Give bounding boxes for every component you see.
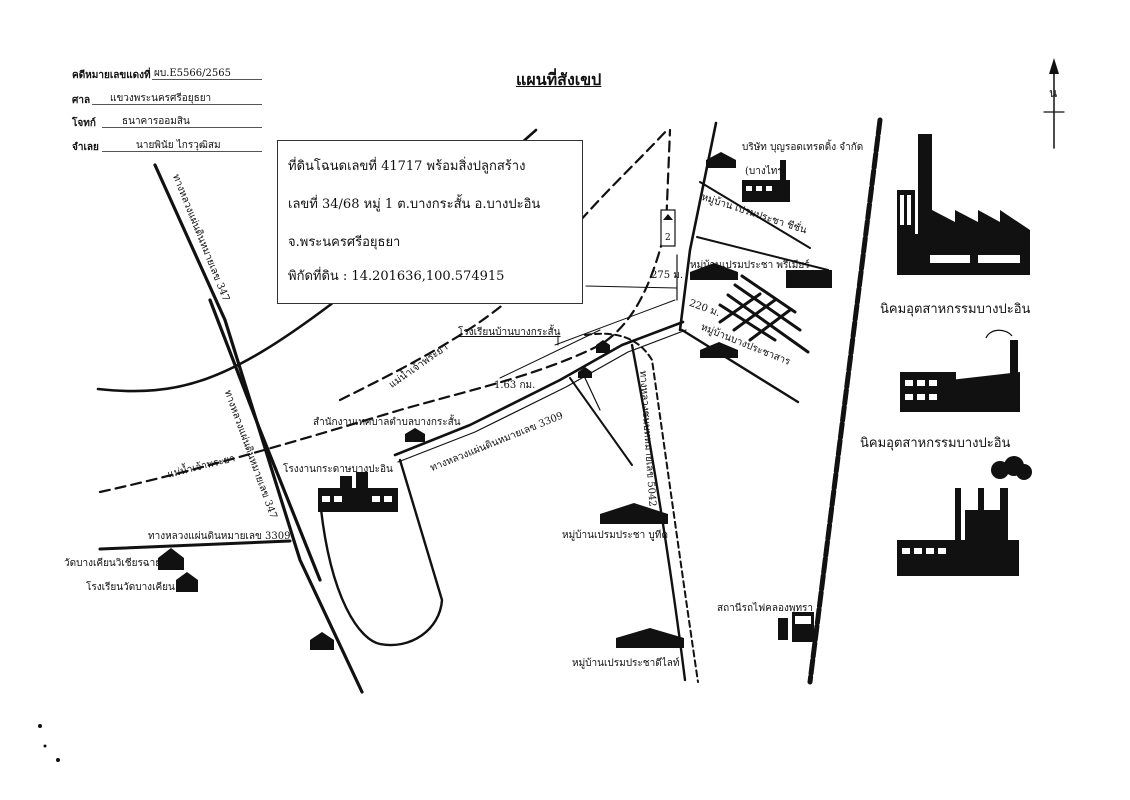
info-deed-line: ที่ดินโฉนดเลขที่ 41717 พร้อมสิ่งปลูกสร้า… [288, 159, 526, 174]
pointer-275 [585, 285, 678, 289]
plaintiff-row: โจทก์ ธนาคารออมสิน [72, 116, 262, 130]
distance-275: 275 ม. [651, 270, 684, 281]
defendant-row: จำเลย นายพินัย ไกรวุฒิสม [72, 140, 262, 154]
paper-mill-loop [318, 458, 444, 647]
info-province-line: จ.พระนครศรีอยุธยา [288, 235, 401, 250]
road-5042 [630, 343, 687, 682]
industrial-estate-2-icon [900, 340, 1020, 412]
highway-3309-west [98, 539, 292, 551]
label-industrial-estate-2: นิคมอุตสาหกรรมบางปะอิน [860, 436, 1011, 451]
village-road-2 [696, 236, 829, 271]
pointer-163 [499, 329, 601, 379]
court-row: ศาล แขวงพระนครศรีอยุธยา [72, 93, 262, 107]
defendant-label: จำเลย [72, 142, 99, 153]
north-arrow-icon [1043, 58, 1065, 149]
label-company-sub: (บางไทร) [745, 166, 787, 177]
label-village-premier: หมู่บ้านเปรมประชา พรีเมียร์ [690, 260, 810, 271]
land-plot-marker-icon [660, 209, 676, 247]
north-label: น [1049, 86, 1058, 100]
company-factory-icon [742, 160, 790, 202]
house-icon-village-top [706, 152, 736, 168]
plaintiff-underline [102, 127, 262, 128]
house-icon-village-premier [690, 263, 738, 280]
railway [807, 117, 883, 685]
village-road-3 [680, 328, 800, 404]
info-address-line: เลขที่ 34/68 หมู่ 1 ต.บางกระสั้น อ.บางปะ… [288, 197, 541, 212]
side-road-2 [584, 377, 601, 411]
road-5042-dashed [584, 332, 699, 683]
label-school-bangkrasan: โรงเรียนบ้านบางกระสั้น [458, 327, 561, 338]
case-number-row: คดีหมายเลขแดงที่ ผบ.E5566/2565 [72, 68, 262, 82]
info-coordinates-line: พิกัดที่ดิน : 14.201636,100.574915 [288, 269, 505, 284]
label-company: บริษัท บุญรอดเทรดดิ้ง จำกัด [742, 142, 864, 153]
plaintiff-label: โจทก์ [72, 118, 96, 129]
house-icon-village-bangprachasan [700, 342, 738, 358]
defendant-underline [102, 151, 262, 152]
house-icon-village-delight [616, 628, 684, 648]
house-icons [158, 152, 738, 650]
scan-marks [38, 724, 60, 762]
house-icon-school-wat [176, 572, 198, 592]
house-icon-bottom [310, 632, 334, 650]
railway-station-icon [778, 612, 814, 642]
map-title: แผนที่สังเขป [516, 70, 602, 89]
highway-3309-main [393, 320, 685, 457]
highway-3309-main-inner [397, 329, 687, 463]
label-school-wat-bangkhian: โรงเรียนวัดบางเคียน [86, 582, 175, 593]
industrial-estate-3-icon [897, 456, 1032, 576]
village-grid [718, 274, 810, 354]
label-village-delight: หมู่บ้านเปรมประชาดีไลท์ [572, 658, 680, 669]
house-icon-tambon [405, 428, 425, 442]
river-chao-phraya [98, 128, 672, 494]
house-icon-wat [158, 548, 184, 570]
house-icon-road-3309 [578, 367, 592, 378]
road-marker-number: 2 [665, 233, 671, 243]
village-road-1 [699, 181, 811, 249]
highway-347-median [212, 309, 319, 576]
court-value: แขวงพระนครศรีอยุธยา [110, 93, 212, 104]
case-number-underline [152, 79, 262, 80]
industrial-estate-1-icon [897, 134, 1030, 275]
paper-mill-factory-icon [318, 472, 398, 512]
label-tambon-office: สำนักงานเทศบาลตำบลบางกระสั้น [313, 417, 461, 428]
court-underline [92, 104, 262, 105]
label-wat-bangkhian: วัดบางเคียนวิเชียรฉาย [64, 558, 162, 569]
label-paper-mill: โรงงานกระดาษบางปะอิน [283, 464, 393, 475]
label-station: สถานีรถไฟคลองพุทรา [717, 603, 814, 614]
distance-163: 1.63 กม. [494, 380, 536, 391]
plaintiff-value: ธนาคารออมสิน [122, 116, 190, 127]
label-hw3309-west: ทางหลวงแผ่นดินหมายเลข 3309 [148, 531, 291, 542]
land-info-box: ที่ดินโฉนดเลขที่ 41717 พร้อมสิ่งปลูกสร้า… [277, 140, 583, 304]
case-number-label: คดีหมายเลขแดงที่ [72, 70, 151, 81]
label-industrial-estate-1: นิคมอุตสาหกรรมบางปะอิน [880, 302, 1031, 317]
house-icon-school [596, 340, 610, 353]
side-road [569, 377, 633, 466]
court-label: ศาล [72, 95, 91, 106]
case-number-value: ผบ.E5566/2565 [154, 68, 231, 79]
pointer-220 [554, 299, 676, 346]
smoke-icon [985, 329, 1013, 339]
label-village-boutique: หมู่บ้านเปรมประชา บูทีค [562, 530, 669, 541]
defendant-value: นายพินัย ไกรวุฒิสม [136, 140, 221, 151]
premier-factory-icon [786, 270, 832, 288]
house-icon-village-boutique [600, 503, 668, 524]
